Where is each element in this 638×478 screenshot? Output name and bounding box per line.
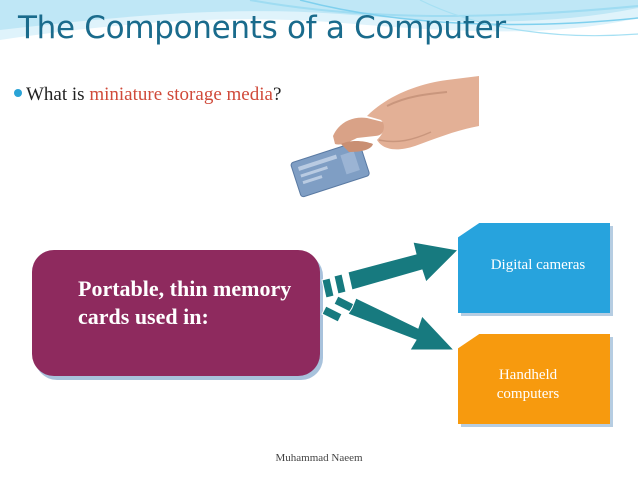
slide-footer-author: Muhammad Naeem [275, 452, 363, 464]
slide-title: The Components of a Computer [18, 10, 506, 46]
bullet-dot-icon [14, 89, 22, 97]
arrows-group [321, 241, 460, 351]
bullet-highlight: miniature storage media [89, 84, 273, 105]
source-box [32, 250, 320, 376]
header-wave-decoration [0, 0, 638, 40]
digital-cameras-label: Digital cameras [490, 257, 586, 273]
bullet-prefix: What is [26, 84, 90, 105]
handheld-computers-box [458, 334, 610, 424]
digital-cameras-box [458, 223, 610, 313]
arrow-to-computers-icon [321, 295, 456, 351]
bullet-suffix: ? [272, 84, 282, 105]
source-box-text: Portable, thin memory cards used in: [78, 276, 292, 329]
hand-holding-memory-card-image [287, 66, 479, 202]
arrow-to-cameras-icon [321, 241, 460, 299]
handheld-computers-label: Handheld computers [496, 367, 560, 402]
bullet-question: What is miniature storage media? [14, 82, 284, 107]
